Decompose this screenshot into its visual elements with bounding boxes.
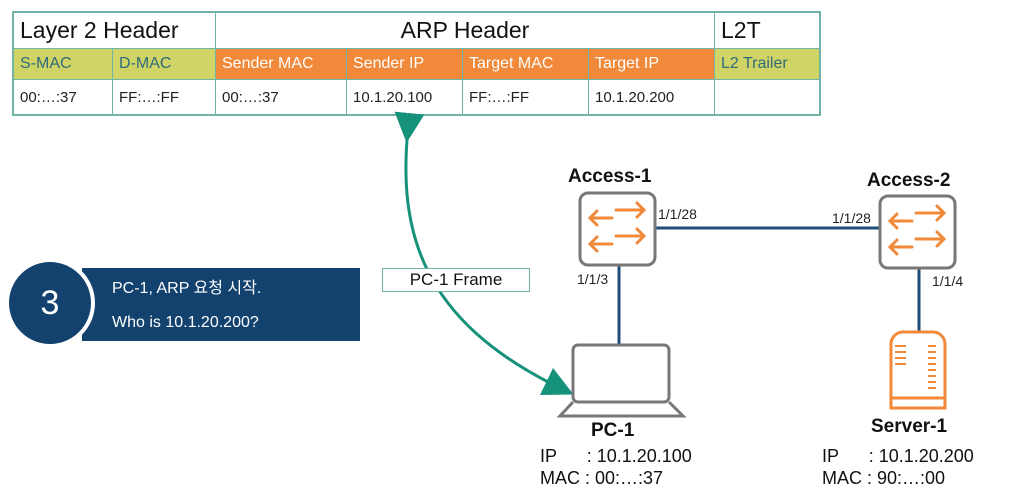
pc1-ip: IP : 10.1.20.100 <box>540 446 692 466</box>
server1-mac: MAC : 90:…:00 <box>822 468 946 488</box>
field-d-mac: D-MAC <box>112 48 216 80</box>
server1-icon <box>889 330 947 410</box>
access2-switch-icon <box>878 194 957 270</box>
group-arp-header: ARP Header <box>215 11 715 49</box>
field-sender-ip: Sender IP <box>346 48 463 80</box>
value-sender-ip: 10.1.20.100 <box>346 79 463 116</box>
access2-name: Access-2 <box>867 170 951 191</box>
pc1-name: PC-1 <box>591 420 635 441</box>
pc1-mac: MAC : 00:…:37 <box>540 468 664 488</box>
access1-name: Access-1 <box>568 166 652 187</box>
value-target-ip: 10.1.20.200 <box>588 79 715 116</box>
value-l2-trailer <box>714 79 821 116</box>
access1-switch-icon <box>578 191 657 267</box>
step-line1: PC-1, ARP 요청 시작. <box>112 280 262 297</box>
pc1-laptop-icon <box>556 343 687 418</box>
value-sender-mac: 00:…:37 <box>215 79 347 116</box>
step-line2: Who is 10.1.20.200? <box>112 314 259 331</box>
field-sender-mac: Sender MAC <box>215 48 347 80</box>
field-target-ip: Target IP <box>588 48 715 80</box>
value-target-mac: FF:…:FF <box>462 79 589 116</box>
frame-flow-arrow <box>394 111 574 395</box>
field-l2-trailer: L2 Trailer <box>714 48 821 80</box>
access1-port-down: 1/1/3 <box>577 271 609 287</box>
field-s-mac: S-MAC <box>12 48 113 80</box>
access2-port-uplink: 1/1/28 <box>832 210 871 226</box>
step-number-badge: 3 <box>5 258 95 348</box>
frame-table: Layer 2 Header ARP Header L2T S-MAC D-MA… <box>12 11 821 116</box>
step-description: PC-1, ARP 요청 시작. Who is 10.1.20.200? <box>82 268 360 341</box>
value-d-mac: FF:…:FF <box>112 79 216 116</box>
access2-port-down: 1/1/4 <box>932 273 964 289</box>
server1-name: Server-1 <box>871 416 948 437</box>
group-l2t: L2T <box>714 11 821 49</box>
pc1-frame-label: PC-1 Frame <box>382 268 530 292</box>
value-s-mac: 00:…:37 <box>12 79 113 116</box>
server1-ip: IP : 10.1.20.200 <box>822 446 974 466</box>
field-target-mac: Target MAC <box>462 48 589 80</box>
access1-port-uplink: 1/1/28 <box>658 206 697 222</box>
